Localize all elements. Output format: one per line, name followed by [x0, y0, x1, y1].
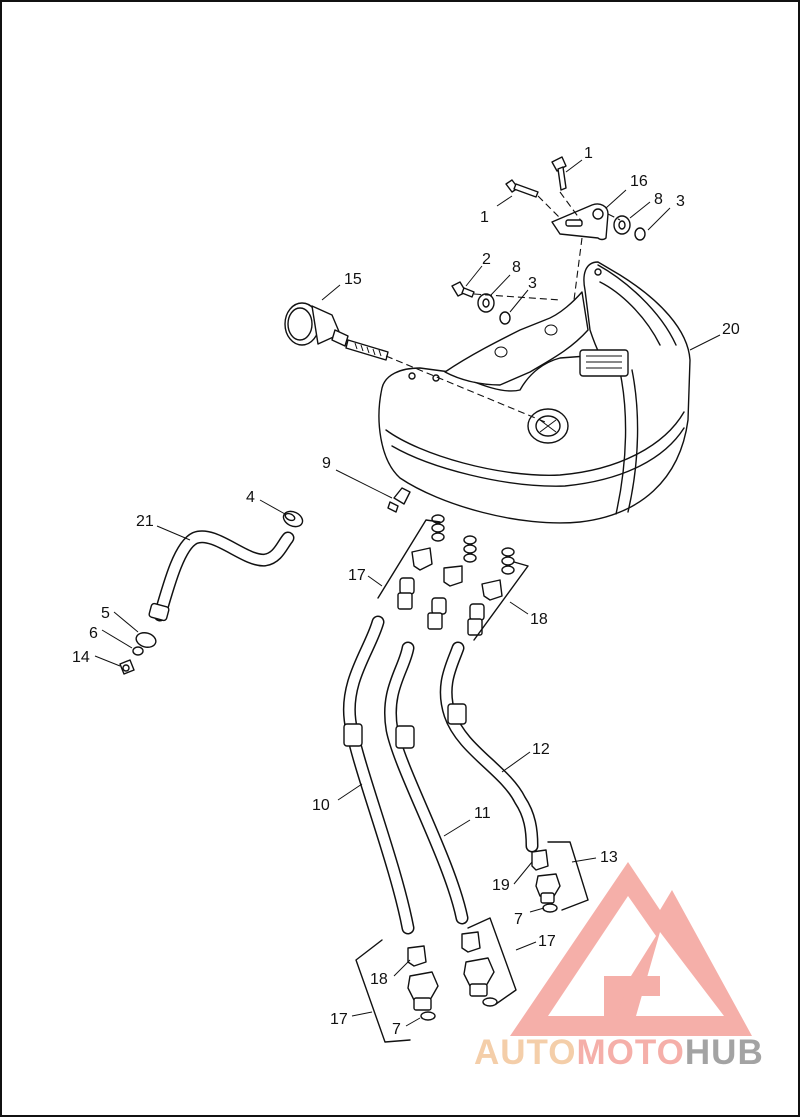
ring-6: [132, 646, 144, 656]
oring-7b: [420, 1011, 436, 1021]
hose-10: [342, 615, 415, 935]
bracket-13: [547, 841, 589, 911]
bolt-top: [551, 156, 567, 191]
callout-3-mid: 3: [528, 275, 537, 292]
callout-13: 13: [600, 849, 618, 866]
callout-15: 15: [344, 271, 362, 288]
callout-19: 19: [492, 877, 510, 894]
watermark-triangle-icon: [510, 862, 752, 1036]
washer-8b: [477, 293, 495, 313]
nut-3b: [499, 311, 511, 325]
leader-lines: [94, 159, 721, 1027]
callout-16: 16: [630, 173, 648, 190]
adapter-13: [535, 873, 561, 904]
oil-tank: [378, 261, 691, 524]
bracket-17-lower-left: [355, 939, 411, 1043]
plug-14: [119, 659, 135, 675]
watermark-text-auto: AUTO: [474, 1033, 577, 1072]
connector-lower-right: [461, 931, 481, 953]
callout-8-mid: 8: [512, 259, 521, 276]
svg-text:AUTOMOTOHUB: AUTOMOTOHUB: [474, 1033, 764, 1072]
callout-2: 2: [482, 251, 491, 268]
seal-kit-upper: [397, 514, 515, 636]
callout-5: 5: [101, 605, 110, 622]
bracket-18-upper: [473, 561, 529, 641]
callout-1-top: 1: [584, 145, 593, 162]
callout-6: 6: [89, 625, 98, 642]
watermark-text-moto: MOTO: [577, 1033, 685, 1072]
dipstick-cap: [284, 302, 389, 361]
callouts: 1 1 16 8 3 2 8 3 15 20 9 4 21 17 18 5 6 …: [72, 145, 740, 1038]
oring-7a: [542, 903, 558, 913]
callout-1-left: 1: [480, 209, 489, 226]
bolt-2: [451, 281, 475, 298]
watermark-text-hub: HUB: [685, 1033, 764, 1072]
clamp-4: [282, 510, 304, 528]
callout-11: 11: [474, 805, 491, 822]
callout-8-top: 8: [654, 191, 663, 208]
callout-18-lower: 18: [370, 971, 388, 988]
mounting-bracket: [551, 203, 609, 241]
callout-7-lower: 7: [392, 1021, 401, 1038]
nut-3a: [634, 227, 646, 241]
callout-20: 20: [722, 321, 740, 338]
callout-12: 12: [532, 741, 550, 758]
callout-3-top: 3: [676, 193, 685, 210]
washer-8a: [613, 215, 631, 235]
callout-17-right: 17: [538, 933, 556, 950]
callout-10: 10: [312, 797, 330, 814]
callout-7-right: 7: [514, 911, 523, 928]
elbow-fitting-9: [387, 487, 411, 513]
adapter-lower-left: [407, 971, 439, 1011]
callout-17-upper: 17: [348, 567, 366, 584]
bolt-side: [505, 179, 539, 198]
clamp-5: [135, 632, 157, 648]
hose-12: [439, 641, 539, 853]
hose-21: [148, 530, 295, 622]
callout-14: 14: [72, 649, 90, 666]
callout-17-lower: 17: [330, 1011, 348, 1028]
hose-11: [384, 641, 469, 925]
callout-21: 21: [136, 513, 154, 530]
callout-18-upper: 18: [530, 611, 548, 628]
callout-4: 4: [246, 489, 255, 506]
connector-18-lower: [407, 945, 427, 967]
bracket-17-upper: [377, 519, 441, 599]
watermark-logo: AUTOMOTOHUB: [474, 862, 764, 1072]
callout-9: 9: [322, 455, 331, 472]
bracket-17-lower-right: [467, 917, 517, 1005]
adapter-lower-right: [463, 957, 498, 1007]
connector-19: [531, 849, 549, 871]
